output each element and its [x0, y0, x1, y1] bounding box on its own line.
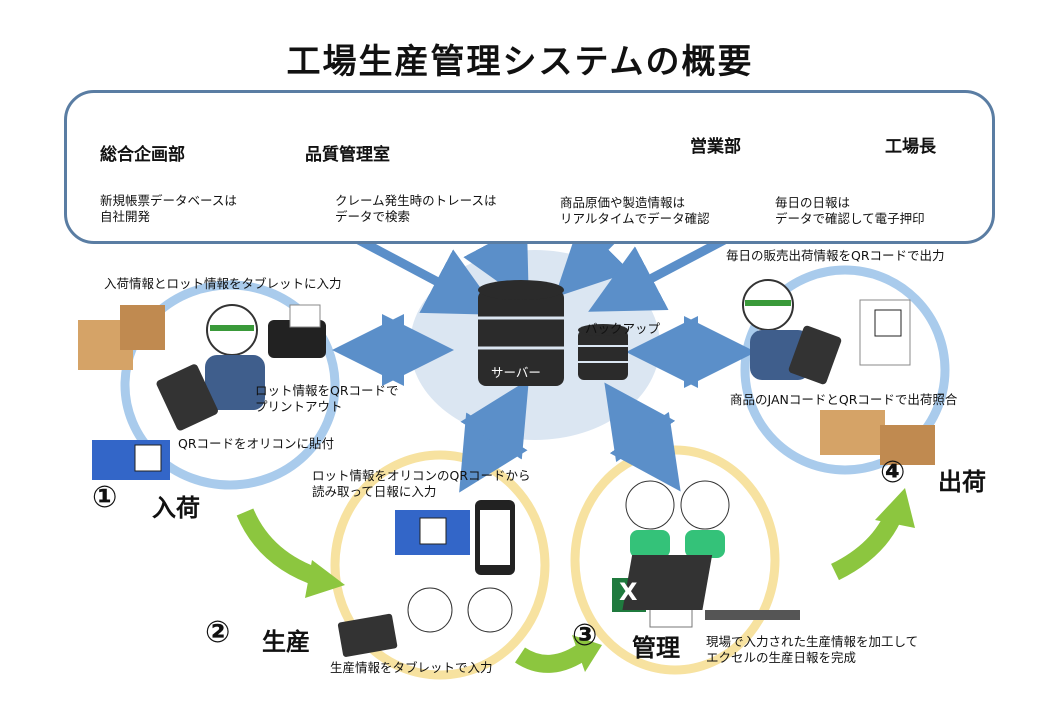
receiving-note-top: 入荷情報とロット情報をタブレットに入力	[104, 276, 342, 291]
arrow-server-production	[459, 379, 529, 493]
departments-panel	[64, 90, 995, 244]
production-illustration	[337, 500, 515, 657]
flow-arrow-1-2	[236, 508, 323, 587]
production-step-number: ②	[205, 615, 231, 650]
dept-factory-desc-line1: 毎日の日報は	[775, 195, 851, 210]
receiving-note-print: ロット情報をQRコードで プリントアウト	[255, 383, 399, 415]
excel-icon: X	[619, 578, 638, 606]
flow-arrow-3-4-head	[875, 488, 915, 528]
flow-arrow-2-3	[515, 642, 591, 673]
server-label: サーバー	[491, 365, 541, 380]
dept-factory-desc-line2: データで確認して電子押印	[775, 211, 925, 226]
backup-server-icon	[578, 324, 628, 380]
production-step-label: 生産	[262, 628, 310, 656]
arrow-server-management	[604, 382, 681, 492]
page-title: 工場生産管理システムの概要	[286, 42, 754, 82]
receiving-note-attach: QRコードをオリコンに貼付	[178, 436, 335, 451]
flow-arrow-1-2-head	[305, 560, 345, 598]
dept-sales-desc-line1: 商品原価や製造情報は	[560, 195, 686, 210]
arrow-planning-server	[352, 234, 500, 315]
dept-sales-desc-line2: リアルタイムでデータ確認	[560, 211, 710, 226]
production-note-bottom: 生産情報をタブレットで入力	[330, 660, 493, 675]
dept-factory-desc: 毎日の日報は データで確認して電子押印	[775, 195, 925, 227]
management-step-label: 管理	[632, 634, 680, 662]
dept-planning-name: 総合企画部	[100, 145, 185, 165]
production-ring	[330, 450, 550, 680]
arrow-factory-server	[588, 234, 731, 312]
management-note: 現場で入力された生産情報を加工して エクセルの生産日報を完成	[706, 634, 918, 666]
server-icon	[478, 280, 564, 386]
receiving-illustration	[78, 304, 326, 480]
dept-sales-name: 営業部	[690, 137, 741, 157]
dept-quality-name: 品質管理室	[305, 145, 390, 165]
shipping-note-mid: 商品のJANコードとQRコードで出荷照合	[730, 392, 958, 407]
flow-arrow-2-3-head	[572, 635, 602, 672]
arrow-quality-server	[463, 223, 529, 304]
shipping-step-label: 出荷	[938, 468, 986, 496]
management-step-number: ③	[572, 618, 598, 653]
dept-quality-desc: クレーム発生時のトレースは データで検索	[335, 193, 497, 225]
production-note-top-line1: ロット情報をオリコンのQRコードから	[312, 468, 531, 483]
receiving-note-print-line1: ロット情報をQRコードで	[255, 383, 399, 398]
receiving-step-label: 入荷	[152, 494, 200, 522]
production-note-top: ロット情報をオリコンのQRコードから 読み取って日報に入力	[312, 468, 531, 500]
dept-sales-desc: 商品原価や製造情報は リアルタイムでデータ確認	[560, 195, 710, 227]
dept-planning-desc-line2: 自社開発	[100, 209, 151, 224]
management-note-line1: 現場で入力された生産情報を加工して	[706, 634, 919, 649]
shipping-step-number: ④	[880, 455, 906, 490]
receiving-step-number: ①	[92, 480, 118, 515]
dept-factory-name: 工場長	[885, 137, 936, 157]
dept-quality-desc-line2: データで検索	[335, 209, 411, 224]
dept-planning-desc: 新規帳票データベースは 自社開発	[100, 193, 237, 225]
receiving-note-print-line2: プリントアウト	[255, 399, 343, 414]
backup-label: バックアップ	[585, 321, 661, 336]
dept-planning-desc-line1: 新規帳票データベースは	[100, 193, 237, 208]
production-note-top-line2: 読み取って日報に入力	[312, 484, 437, 499]
shipping-illustration	[742, 279, 935, 465]
management-illustration	[612, 480, 800, 628]
dept-quality-desc-line1: クレーム発生時のトレースは	[335, 193, 497, 208]
shipping-note-top: 毎日の販売出荷情報をQRコードで出力	[726, 248, 945, 263]
management-note-line2: エクセルの生産日報を完成	[706, 650, 857, 665]
